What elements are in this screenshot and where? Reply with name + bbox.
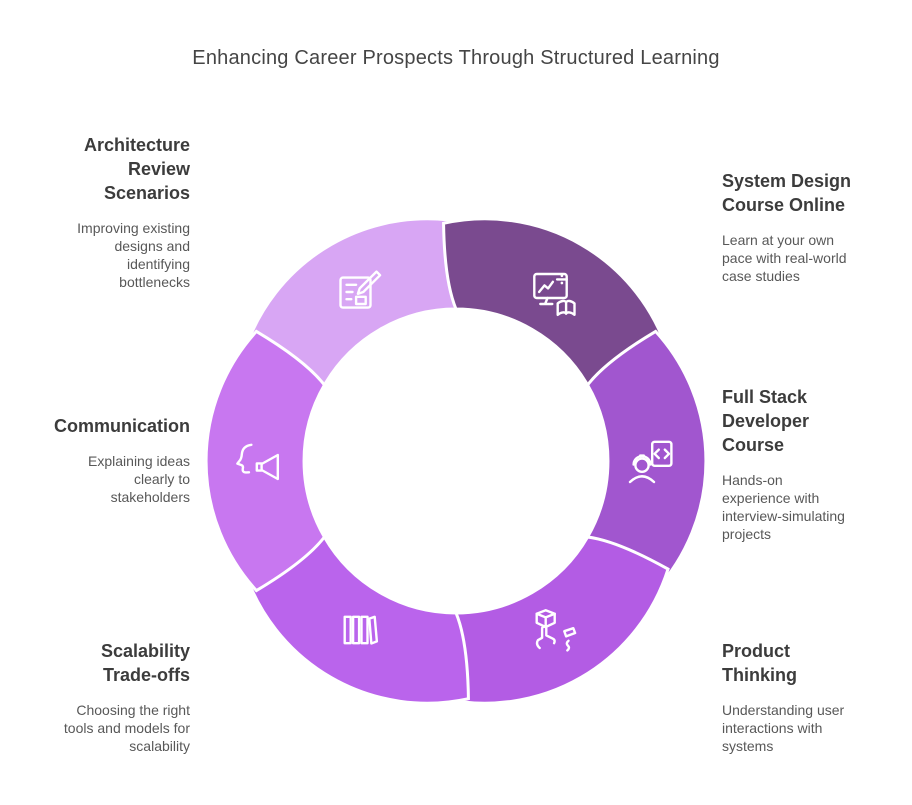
- label-scalability: Scalability Trade-offs Choosing the righ…: [64, 639, 190, 755]
- full-stack-title: Full Stack Developer Course: [722, 387, 810, 455]
- label-communication: Communication Explaining ideas clearly t…: [54, 414, 190, 506]
- label-full-stack: Full Stack Developer Course Hands-on exp…: [722, 385, 845, 543]
- page-title: Enhancing Career Prospects Through Struc…: [192, 47, 720, 69]
- system-design-description: Learn at your own pace with real-world c…: [722, 232, 847, 284]
- megaphone-face-icon: [236, 443, 279, 481]
- full-stack-description: Hands-on experience with interview-simul…: [722, 472, 845, 542]
- communication-title: Communication: [53, 416, 190, 436]
- library-books-icon: [343, 615, 379, 645]
- system-design-title: System Design Course Online: [722, 171, 852, 215]
- online-course-icon: [533, 272, 576, 316]
- product-thinking-title: Product Thinking: [722, 641, 797, 685]
- scalability-description: Choosing the right tools and models for …: [63, 702, 190, 754]
- label-architecture-review: Architecture Review Scenarios Improving …: [77, 133, 190, 291]
- label-product-thinking: Product Thinking Understanding user inte…: [722, 639, 844, 755]
- scalability-title: Scalability Trade-offs: [100, 641, 190, 685]
- product-thinking-description: Understanding user interactions with sys…: [722, 702, 845, 754]
- developer-code-icon: [628, 440, 673, 484]
- cube-interaction-icon: [535, 608, 577, 652]
- communication-description: Explaining ideas clearly to stakeholders: [88, 453, 190, 505]
- label-system-design: System Design Course Online Learn at you…: [722, 169, 851, 285]
- architecture-review-title: Architecture Review Scenarios: [83, 135, 190, 203]
- architecture-review-description: Improving existing designs and identifyi…: [77, 220, 190, 290]
- blueprint-edit-icon: [339, 270, 382, 309]
